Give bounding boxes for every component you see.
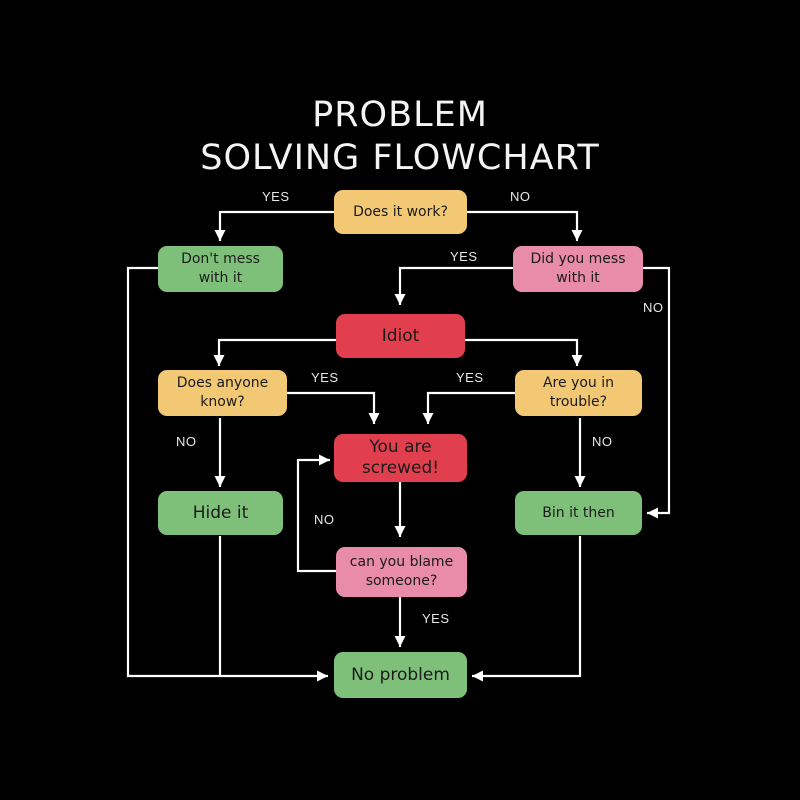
arrow-work-yes <box>214 210 334 241</box>
label-no-anyone: NO <box>176 434 197 449</box>
arrow-dontmess-to-noproblem <box>126 266 328 682</box>
arrow-mess-yes <box>394 266 513 305</box>
label-yes-blame: YES <box>422 611 450 626</box>
arrow-trouble-yes <box>422 391 515 424</box>
label-no-mess: NO <box>643 300 664 315</box>
node-you-are-screwed: You are screwed! <box>334 434 467 482</box>
arrow-work-no <box>467 210 583 241</box>
arrow-idiot-right <box>465 338 583 366</box>
label-no-trouble: NO <box>592 434 613 449</box>
title-line-1: PROBLEM <box>312 95 488 135</box>
node-dont-mess: Don't mess with it <box>158 246 283 292</box>
node-does-anyone-know: Does anyone know? <box>158 370 287 416</box>
arrow-mess-no <box>643 266 671 519</box>
node-does-it-work: Does it work? <box>334 190 467 234</box>
node-bin-it-then: Bin it then <box>515 491 642 535</box>
arrow-anyone-yes <box>287 391 380 424</box>
arrow-blame-no <box>296 454 336 573</box>
label-yes-anyone: YES <box>311 370 339 385</box>
node-did-you-mess: Did you mess with it <box>513 246 643 292</box>
node-hide-it: Hide it <box>158 491 283 535</box>
page-title: PROBLEM SOLVING FLOWCHART <box>0 94 800 180</box>
label-yes-mess: YES <box>450 249 478 264</box>
label-no-top: NO <box>510 189 531 204</box>
arrow-bin-to-noproblem <box>472 536 582 682</box>
label-no-blame: NO <box>314 512 335 527</box>
title-line-2: SOLVING FLOWCHART <box>200 138 600 178</box>
arrow-idiot-left <box>213 338 336 366</box>
node-idiot: Idiot <box>336 314 465 358</box>
label-yes-top: YES <box>262 189 290 204</box>
node-no-problem: No problem <box>334 652 467 698</box>
label-yes-trouble: YES <box>456 370 484 385</box>
node-are-you-in-trouble: Are you in trouble? <box>515 370 642 416</box>
node-can-you-blame: can you blame someone? <box>336 547 467 597</box>
